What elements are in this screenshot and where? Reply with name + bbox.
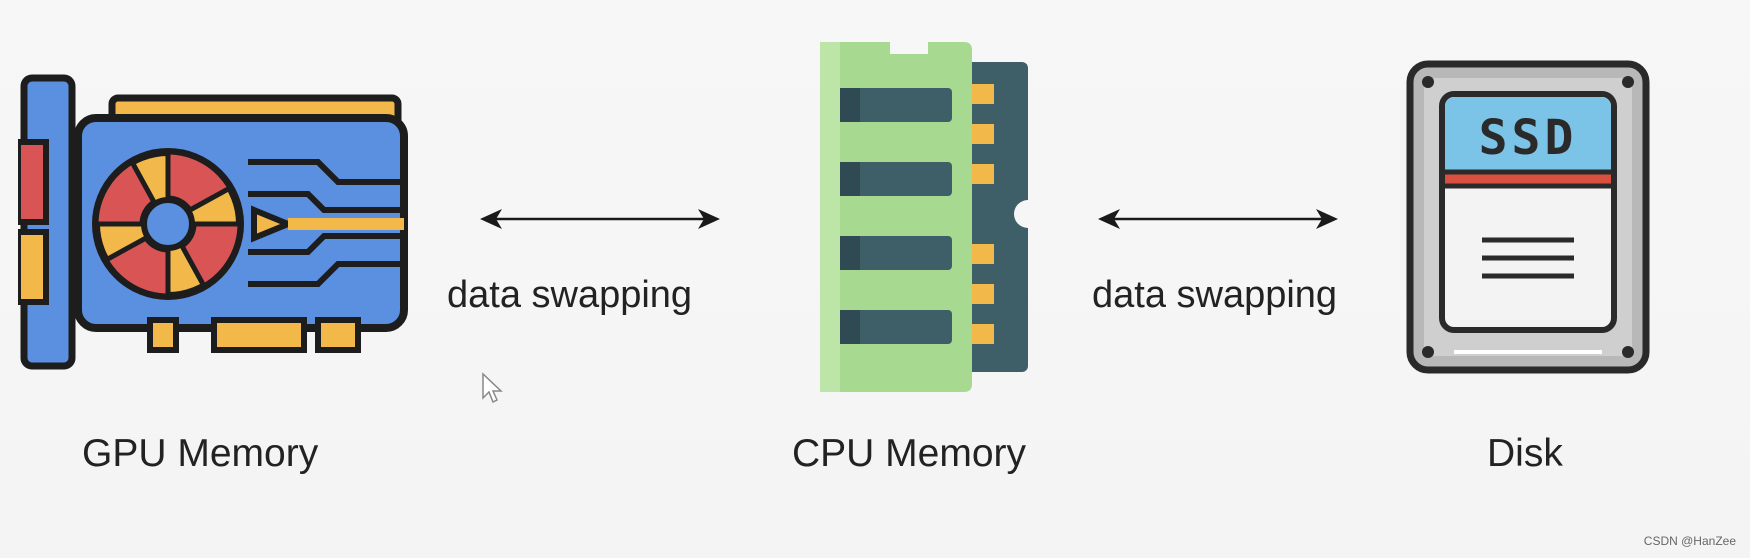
cpu-disk-bidirectional-arrow [1098,209,1338,229]
cpu-disk-edge-label: data swapping [1092,274,1338,316]
ssd-drive-icon: SSD [1406,60,1650,374]
graphics-card-icon [18,74,408,370]
mouse-pointer-icon [482,372,503,404]
ram-module-icon [820,42,1028,392]
gpu-memory-label: GPU Memory [82,432,319,475]
gpu-cpu-bidirectional-arrow [480,209,720,229]
disk-label: Disk [1487,432,1563,475]
ssd-badge-text: SSD [1479,110,1578,166]
watermark: CSDN @HanZee [1643,534,1736,548]
gpu-cpu-edge-label: data swapping [447,274,693,316]
cpu-memory-label: CPU Memory [792,432,1027,475]
